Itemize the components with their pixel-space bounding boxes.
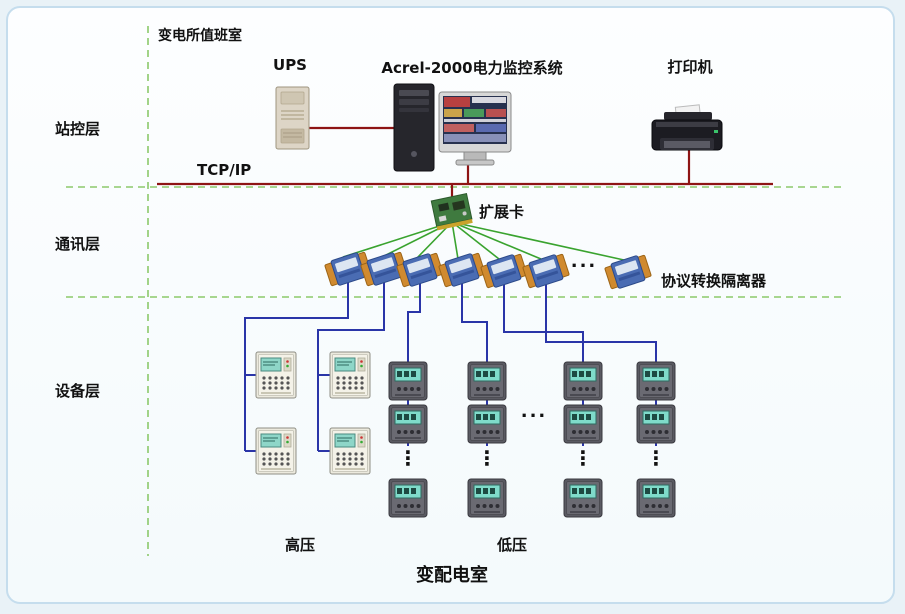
digital-meter [563, 404, 603, 444]
digital-meter [388, 361, 428, 401]
top-room-label: 变电所值班室 [158, 28, 242, 44]
digital-meter [467, 404, 507, 444]
meter-column-ellipsis: ⋮ [477, 446, 497, 470]
digital-meter [563, 361, 603, 401]
digital-meter [467, 361, 507, 401]
digital-meter [388, 478, 428, 518]
expansion-card-label: 扩展卡 [479, 203, 525, 221]
relay-protection-meter [255, 427, 297, 475]
high-voltage-label: 高压 [284, 536, 316, 554]
relay-protection-meter [255, 351, 297, 399]
relay-protection-meter [329, 427, 371, 475]
protocol-isolator-module [479, 251, 529, 291]
digital-meter [563, 478, 603, 518]
network-label: TCP/IP [197, 161, 252, 179]
printer-device [651, 104, 723, 151]
meter-row-ellipsis: ... [520, 401, 548, 422]
printer-label: 打印机 [667, 58, 713, 76]
protocol-isolator-module [395, 250, 445, 290]
scada-label: Acrel-2000电力监控系统 [381, 59, 563, 77]
ups-label: UPS [273, 56, 307, 74]
meter-column-ellipsis: ⋮ [573, 446, 593, 470]
digital-meter [388, 404, 428, 444]
layer-station-label: 站控层 [55, 120, 101, 138]
low-voltage-label: 低压 [496, 536, 528, 554]
protocol-isolator-module [437, 250, 487, 290]
relay-protection-meter [329, 351, 371, 399]
layer-communication-label: 通讯层 [55, 235, 101, 253]
protocol-isolator-module [521, 251, 571, 291]
isolator-label: 协议转换隔离器 [661, 272, 767, 290]
digital-meter [467, 478, 507, 518]
bottom-room-label: 变配电室 [416, 565, 488, 586]
separator-lines [66, 26, 844, 556]
ups-device [275, 86, 310, 150]
digital-meter [636, 478, 676, 518]
layer-device-label: 设备层 [55, 382, 101, 400]
meter-column-ellipsis: ⋮ [398, 446, 418, 470]
meter-column-ellipsis: ⋮ [646, 446, 666, 470]
scada-workstation [393, 83, 512, 172]
digital-meter [636, 404, 676, 444]
module-row-ellipsis: ... [570, 251, 598, 272]
protocol-isolator-module [603, 252, 653, 292]
digital-meter [636, 361, 676, 401]
